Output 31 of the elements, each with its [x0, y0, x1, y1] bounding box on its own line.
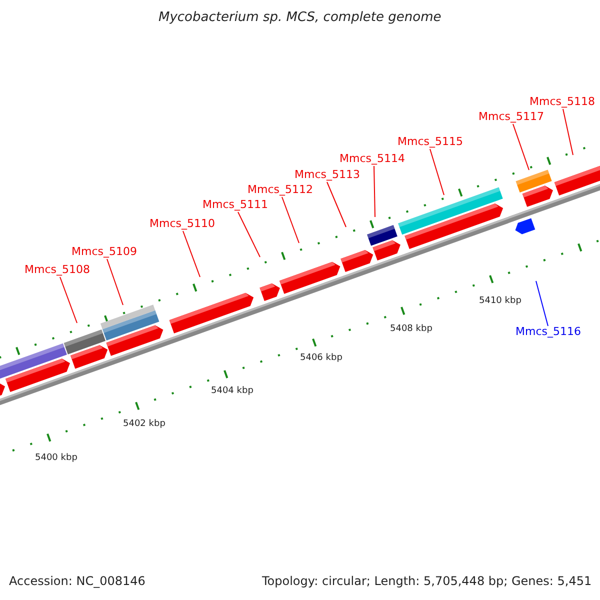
leader-line: [60, 276, 78, 324]
leader-line: [430, 148, 444, 196]
leader-line: [374, 166, 376, 218]
leader-line: [326, 182, 346, 228]
scale-label: 5400 kbp: [35, 453, 78, 464]
leader-line: [562, 108, 574, 156]
leader-line: [238, 212, 260, 258]
accession-text: Accession: NC_008146: [9, 575, 146, 589]
scale-label: 5402 kbp: [123, 419, 166, 430]
leader-line: [182, 230, 200, 278]
gene-label: Mmcs_5110: [150, 218, 215, 230]
scale-label: 5406 kbp: [300, 353, 342, 364]
leader-line: [536, 280, 548, 326]
leader-line: [512, 124, 530, 170]
gene-label: Mmcs_5115: [398, 136, 463, 148]
scale-label: 5410 kbp: [479, 296, 522, 306]
gene-label: Mmcs_5117: [478, 110, 544, 124]
gene-label: Mmcs_5111: [202, 198, 268, 212]
leader-line: [106, 258, 124, 306]
gene-label: Mmcs_5109: [72, 246, 137, 258]
scale-label: 5408 kbp: [390, 324, 432, 334]
gene-label: Mmcs_5113: [294, 168, 360, 182]
gene-label: Mmcs_5108: [24, 264, 90, 276]
leader-line: [282, 196, 300, 244]
gene-label: Mmcs_5114: [340, 152, 405, 166]
gene-label: Mmcs_5112: [248, 184, 313, 196]
diagram-title: Mycobacterium sp. MCS, complete genome: [158, 10, 442, 26]
gene-label: Mmcs_5116: [516, 326, 581, 338]
scale-label: 5404 kbp: [211, 386, 254, 396]
genome-stats-text: Topology: circular; Length: 5,705,448 bp; Genes: 5,451: [262, 575, 592, 589]
gene-label: Mmcs_5118: [530, 96, 595, 108]
